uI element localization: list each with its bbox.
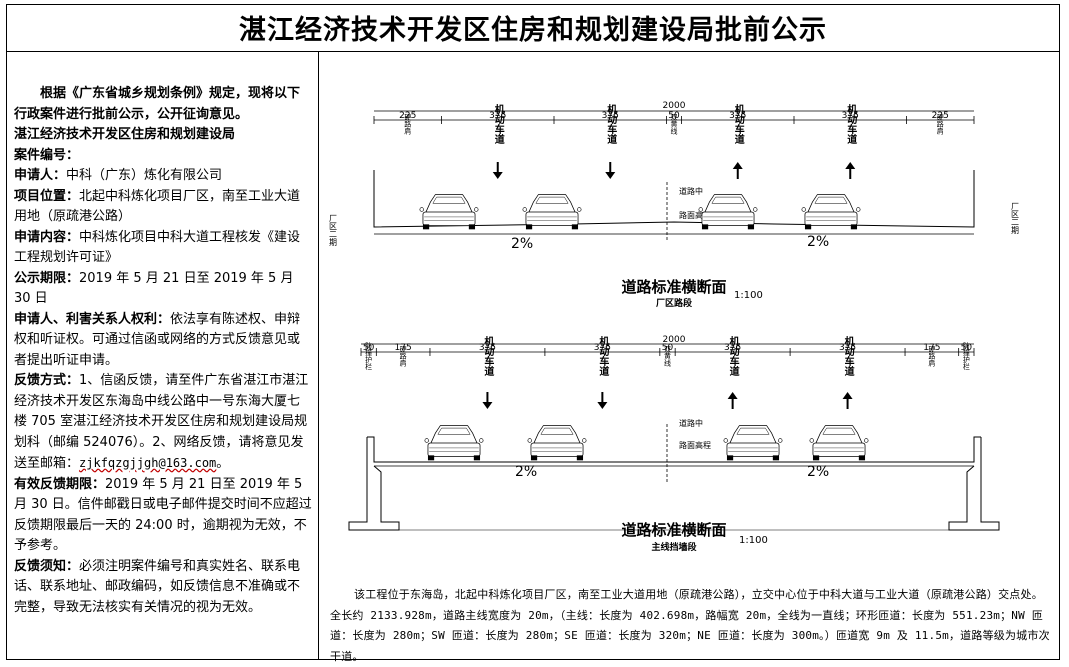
title-bar: 湛江经济技术开发区住房和规划建设局批前公示 [6,4,1060,52]
dimension-label: 375 [839,343,856,353]
lane-label: 机动车道 [732,103,744,145]
dimension-label: 225 [932,111,949,121]
car-rear-icon [527,425,587,461]
notice-intro: 根据《广东省城乡规划条例》规定，现将以下行政案件进行批前公示，公开征询意见。 [14,86,301,122]
s1-slope-left: 2% [511,236,533,252]
lane-label: 机动车道 [727,335,739,377]
dimension-label: 375 [724,343,741,353]
project-description: 该工程位于东海岛，北起中科炼化项目厂区，南至工业大道用地（原疏港公路），立交中心… [330,588,1050,663]
s2-center-label: 道路中 [679,418,703,428]
arrow-up-icon [845,162,856,179]
arrow-down-icon [605,162,616,179]
section2-total-width: 2000 [663,335,686,345]
s1-center-label: 道路中 [679,186,703,196]
section1-direction-arrows [492,162,856,179]
s2-title: 道路标准横断面 [621,521,726,539]
valid-feedback-period: 有效反馈期限：2019 年 5 月 21 日至 2019 年 5 月 30 日。… [14,476,312,554]
dimension-label: 375 [594,343,611,353]
lane-label: 硬路肩 [404,114,412,136]
arrow-up-icon [842,392,853,409]
stakeholder-rights: 申请人、利害关系人权利：依法享有陈述权、申辩权和听证权。可通过信函或网络的方式反… [14,311,301,368]
lane-label: 机动车道 [605,103,617,145]
dimension-label: 375 [479,343,496,353]
notice-frame [6,4,1060,660]
s2-slope-right: 2% [807,464,829,480]
section1-total-width: 2000 [663,101,686,111]
dimension-label: 175 [923,343,940,353]
feedback-method: 反馈方式：1、信函反馈，请至件广东省湛江市湛江经济技术开发区东海岛中线公路中一号… [14,373,309,471]
car-rear-icon [419,194,479,230]
section2-lane-labels: 防撞护栏 硬路肩 机动车道 机动车道 双黄线 机动车道 机动车道 硬路肩 防撞护栏 [365,335,971,377]
car-front-icon [801,194,861,230]
car-front-icon [723,425,783,461]
s1-side-right: 厂区二期 [1011,202,1020,235]
section1-lane-labels: 硬路肩 机动车道 机动车道 双黄线 机动车道 机动车道 硬路肩 [404,103,945,145]
lane-label: 硬路肩 [936,114,944,136]
lane-label: 双黄线 [670,114,678,135]
section1: 2000 225 375 375 50 375 375 225 硬路肩 机动车道 机动车道 双黄线… [329,101,1020,309]
arrow-down-icon [492,162,503,179]
arrow-down-icon [482,392,493,409]
application-content: 申请内容：中科炼化项目中科大道工程核发《建设工程规划许可证》 [14,229,301,266]
dimension-label: 225 [399,111,416,121]
dimension-label: 50 [662,343,674,353]
arrow-down-icon [597,392,608,409]
s1-subtitle: 厂区路段 [656,297,693,309]
s1-elev-label: 路面高程 [679,210,711,220]
case-number: 案件编号： [14,147,80,163]
lane-label: 机动车道 [482,335,494,377]
lane-label: 机动车道 [842,335,854,377]
section2: 2000 50 175 375 375 50 375 375 175 50 防撞护栏 硬路肩 机动车… [348,335,1000,553]
section2-direction-arrows [482,392,853,409]
car-front-icon [698,194,758,230]
section2-dimension-labels: 50 175 375 375 50 375 375 175 50 [360,343,975,356]
lane-label: 防撞护栏 [365,341,373,371]
feedback-email[interactable]: zjkfqzgjjgh@163.com [79,456,217,470]
car-rear-icon [522,194,582,230]
dimension-label: 375 [489,111,506,121]
s1-slope-right: 2% [807,234,829,250]
page-title: 湛江经济技术开发区住房和规划建设局批前公示 [239,15,827,46]
s2-elev-label: 路面高程 [679,440,711,450]
lane-label: 双黄线 [664,346,672,367]
lane-label: 硬路肩 [399,346,407,368]
dimension-label: 375 [842,111,859,121]
section1-dimension-labels: 225 375 375 50 375 375 225 [373,111,975,124]
arrow-up-icon [727,392,738,409]
notice-panel: 根据《广东省城乡规划条例》规定，现将以下行政案件进行批前公示，公开征询意见。 湛… [6,52,319,660]
dimension-label: 375 [729,111,746,121]
car-front-icon [809,425,869,461]
lane-label: 机动车道 [492,103,504,145]
s2-scale: 1:100 [739,535,768,546]
arrow-up-icon [732,162,743,179]
lane-label: 机动车道 [597,335,609,377]
dimension-label: 175 [395,343,412,353]
s2-slope-left: 2% [515,464,537,480]
feedback-notes: 反馈须知：必须注明案件编号和真实姓名、联系电话、联系地址、邮政编码，如反馈信息不… [14,558,301,615]
notice-org: 湛江经济技术开发区住房和规划建设局 [14,127,236,142]
lane-label: 机动车道 [845,103,857,145]
s1-title: 道路标准横断面 [621,278,726,296]
notice-period: 公示期限：2019 年 5 月 21 日至 2019 年 5 月 30 日 [14,270,294,307]
s1-scale: 1:100 [734,290,763,301]
dimension-label: 50 [961,343,973,353]
applicant: 申请人：中科（广东）炼化有限公司 [14,168,223,183]
project-location: 项目位置：北起中科炼化项目厂区，南至工业大道用地（原疏港公路） [14,188,301,225]
lane-label: 硬路肩 [928,346,936,368]
dimension-label: 375 [602,111,619,121]
dimension-label: 50 [363,343,375,353]
car-rear-icon [424,425,484,461]
s1-side-left: 厂区二期 [329,214,338,247]
lane-label: 防撞护栏 [962,341,970,371]
dimension-label: 50 [668,111,680,121]
s2-subtitle: 主线挡墙段 [651,541,697,553]
